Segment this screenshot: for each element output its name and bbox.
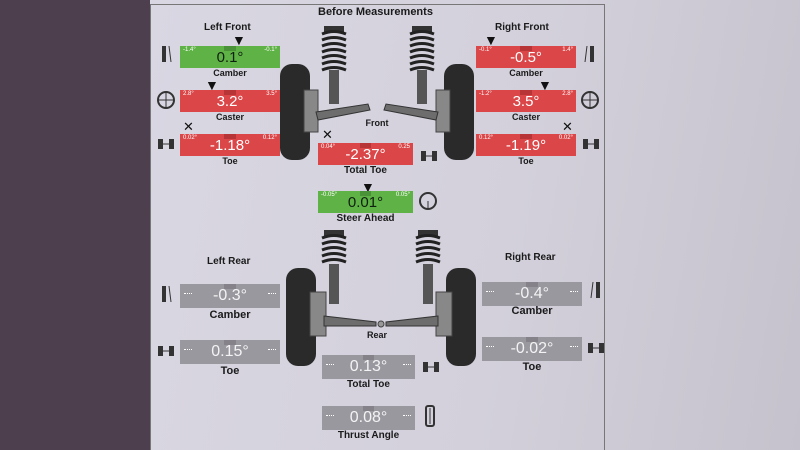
right-rear-toe-label: Toe [522,361,542,373]
steer-ahead-gauge: -0.05°0.05° 0.01° [318,191,413,213]
left-front-camber-label: Camber [213,68,247,78]
left-rear-toe-value: 0.15° [211,343,249,360]
left-rear-toe-gauge: 0.15° [180,340,280,364]
left-front-toe-value: -1.18° [209,137,251,154]
thrust-angle-label: Thrust Angle [337,430,400,441]
camber-wheel-icon [162,45,172,63]
left-front-toe-gauge: 0.02°0.12° -1.18° [180,134,280,156]
right-front-camber-label: Camber [509,68,543,78]
arrow-down-icon: ▼ [538,77,552,93]
left-rear-toe-label: Toe [220,365,240,377]
left-rear-camber-gauge: -0.3° [180,284,280,308]
thrust-angle-value: 0.08° [349,409,388,426]
right-front-caster-label: Caster [511,112,540,122]
rear-suspension-illustration [286,230,476,366]
report-title: Before Measurements [318,6,433,18]
right-rear-camber-value: -0.4° [515,285,549,302]
left-front-title: Left Front [204,22,251,33]
right-front-toe-gauge: 0.12°0.02° -1.19° [476,134,576,156]
caster-wheel-icon [157,91,175,109]
right-rear-camber-label: Camber [511,305,553,317]
left-front-caster-value: 3.2° [216,93,244,110]
left-front-camber-gauge: -1.4°-0.1° 0.1° [180,46,280,68]
steering-wheel-icon [419,192,437,210]
left-rear-title: Left Rear [207,256,251,267]
toe-vehicle-icon [583,139,599,149]
rear-total-toe-value: 0.13° [349,358,388,375]
left-front-camber-value: 0.1° [216,49,244,66]
out-of-spec-x-icon: ✕ [183,119,194,134]
arrow-down-icon: ▼ [205,77,219,93]
rear-total-toe-gauge: 0.13° [322,355,415,379]
right-rear-toe-value: -0.02° [510,340,554,357]
report-frame [150,4,605,450]
front-total-toe-value: -2.37° [345,146,386,163]
printout-sheet [150,0,800,450]
right-front-title: Right Front [495,22,549,33]
toe-vehicle-icon [588,343,604,353]
left-rear-camber-label: Camber [209,309,251,321]
caster-wheel-icon [581,91,599,109]
right-front-camber-value: -0.5° [510,49,542,66]
right-front-caster-gauge: -1.2°2.8° 3.5° [476,90,576,112]
arrow-down-icon: ▼ [361,179,375,195]
right-rear-toe-gauge: -0.02° [482,337,582,361]
thrust-angle-gauge: 0.08° [322,406,415,430]
front-total-toe-label: Total Toe [344,165,387,176]
right-front-caster-value: 3.5° [512,93,540,110]
left-front-toe-label: Toe [222,156,238,166]
right-front-toe-label: Toe [518,156,534,166]
total-toe-vehicle-icon [423,362,439,372]
steer-ahead-value: 0.01° [347,194,384,211]
rear-total-toe-label: Total Toe [347,379,390,390]
toe-vehicle-icon [158,346,174,356]
camber-wheel-icon [162,285,172,303]
right-rear-camber-gauge: -0.4° [482,282,582,306]
right-rear-title: Right Rear [505,252,556,263]
left-front-caster-label: Caster [215,112,244,122]
out-of-spec-x-icon: ✕ [322,127,333,142]
right-front-camber-gauge: -0.1°1.4° -0.5° [476,46,576,68]
rear-axle-label: Rear [366,330,387,340]
right-front-toe-value: -1.19° [505,137,547,154]
front-axle-label: Front [365,118,389,128]
steer-ahead-label: Steer Ahead [336,213,395,224]
left-front-caster-gauge: 2.8°3.5° 3.2° [180,90,280,112]
camber-wheel-icon [590,281,600,299]
front-suspension-illustration [280,26,474,160]
left-rear-camber-value: -0.3° [213,287,247,304]
out-of-spec-x-icon: ✕ [562,119,573,134]
thrust-vehicle-icon [425,405,435,427]
toe-vehicle-icon [158,139,174,149]
arrow-down-icon: ▼ [232,32,246,48]
total-toe-vehicle-icon [421,151,437,161]
arrow-down-icon: ▼ [484,32,498,48]
camber-wheel-icon [584,45,594,63]
front-total-toe-gauge: 0.04°0.25 -2.37° [318,143,413,165]
